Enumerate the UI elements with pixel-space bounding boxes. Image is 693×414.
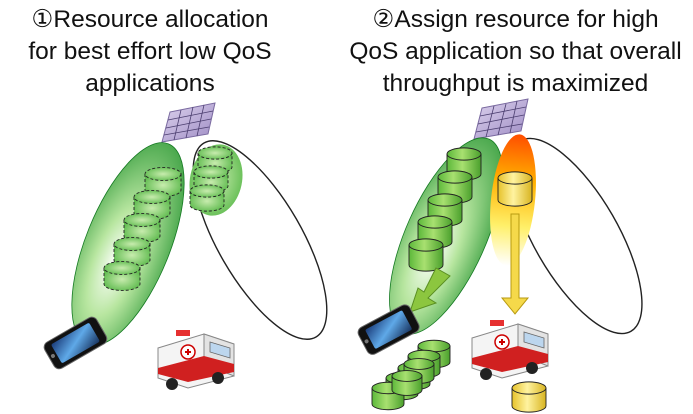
panel-1-caption: ①Resource allocation for best effort low… — [0, 4, 300, 100]
resource-block-stack — [103, 146, 233, 291]
smartphone-icon — [357, 304, 420, 355]
delivered-resource-blocks — [371, 339, 451, 411]
panel-2-caption-line-1: ②Assign resource for high — [372, 6, 659, 33]
idle-beam-outline — [192, 140, 328, 340]
down-arrow-icon — [409, 267, 451, 313]
ambulance-icon — [157, 330, 235, 390]
resource-block-icon — [123, 213, 161, 243]
base-station-antenna-icon — [161, 102, 216, 143]
panel-1-caption-line-3: applications — [85, 70, 215, 97]
down-arrow-icon — [500, 213, 530, 315]
resource-block-icon — [497, 171, 533, 207]
resource-block-stack — [408, 147, 482, 272]
panel-2 — [357, 98, 643, 413]
base-station-antenna-icon — [473, 98, 529, 140]
panel-2-caption-line-2: QoS application so that overall — [349, 38, 682, 65]
high-qos-resource-block — [497, 171, 533, 207]
panel-1 — [43, 102, 328, 390]
resource-block-icon — [189, 184, 225, 212]
resource-block-icon — [408, 238, 444, 272]
panel-1-caption-line-1: ①Resource allocation — [31, 6, 269, 33]
panel-2-caption-line-3: throughput is maximized — [382, 70, 649, 97]
ambulance-icon — [471, 320, 549, 380]
panel-1-caption-line-2: for best effort low QoS — [28, 38, 272, 65]
panel-2-caption: ②Assign resource for high QoS applicatio… — [338, 4, 693, 100]
resource-block-icon — [391, 370, 423, 396]
resource-block-icon — [103, 261, 141, 291]
delivered-high-qos-block — [511, 381, 547, 413]
resource-block-icon — [511, 381, 547, 413]
smartphone-icon — [43, 316, 108, 370]
